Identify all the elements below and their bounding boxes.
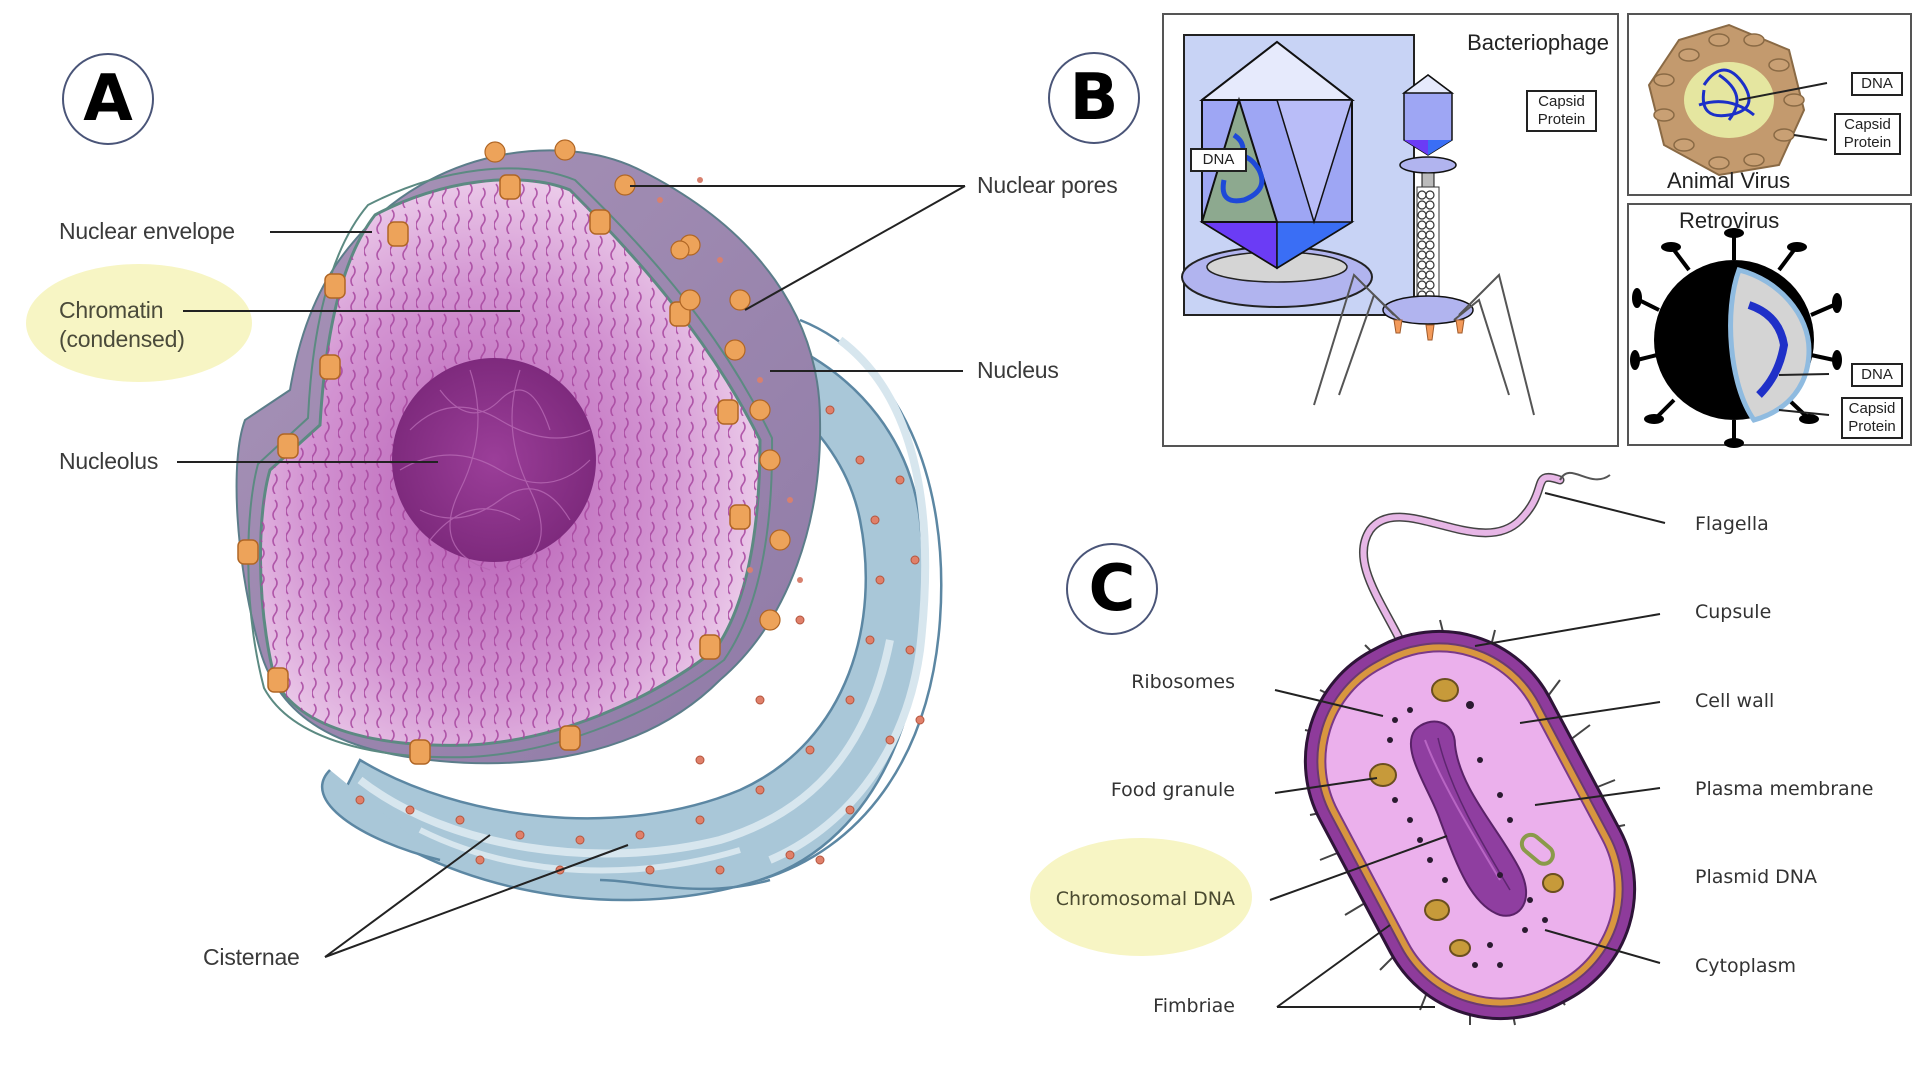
retrovirus-box: Retrovirus DNA Capsid Protein: [1627, 203, 1912, 448]
label-fimbriae: Fimbriae: [1153, 995, 1235, 1017]
label-ribosomes: Ribosomes: [1131, 671, 1235, 693]
label-cell-wall: Cell wall: [1695, 690, 1775, 712]
retrovirus-illustration: [1630, 228, 1842, 448]
capsid-tag-line-2: Protein: [1848, 418, 1896, 435]
label-food-granule: Food granule: [1110, 779, 1235, 801]
bacteriophage-box: Bacteriophage DNA Capsid Protein: [1162, 13, 1619, 447]
animal-virus-capsid-tag: Capsid Protein: [1834, 113, 1901, 155]
animal-virus-dna-tag: DNA: [1851, 72, 1903, 96]
panel-b-letter: B: [1069, 61, 1119, 135]
label-cytoplasm: Cytoplasm: [1695, 955, 1796, 977]
bacteriophage-dna-tag: DNA: [1190, 148, 1247, 172]
label-nuclear-envelope: Nuclear envelope: [59, 218, 235, 244]
animal-virus-illustration: [1647, 23, 1828, 177]
label-cisternae: Cisternae: [203, 944, 300, 970]
bacteriophage-title: Bacteriophage: [1467, 30, 1609, 55]
label-plasma-membrane: Plasma membrane: [1695, 778, 1874, 800]
capsid-tag-line-2: Protein: [1843, 134, 1892, 151]
animal-virus-box: DNA Capsid Protein Animal Virus: [1627, 13, 1912, 196]
panel-a-badge: A: [62, 53, 154, 145]
capsid-tag-line-1: Capsid: [1844, 116, 1891, 133]
panel-c-leader-lines: [1269, 492, 1666, 1008]
endoplasmic-reticulum: [320, 314, 943, 902]
label-nucleus: Nucleus: [977, 357, 1059, 383]
label-chromosomal-dna: Chromosomal DNA: [1055, 888, 1235, 910]
panel-c-badge: C: [1066, 543, 1158, 635]
bacterium-illustration: [1303, 471, 1637, 1026]
label-chromatin-condensed: (condensed): [59, 326, 185, 352]
bacteriophage-capsid-tag: Capsid Protein: [1526, 90, 1597, 132]
bacteriophage-illustration: [1181, 34, 1535, 416]
retrovirus-dna-tag: DNA: [1851, 363, 1903, 387]
panel-a-letter: A: [83, 62, 133, 136]
retrovirus-capsid-tag: Capsid Protein: [1841, 397, 1903, 439]
label-plasmid-dna: Plasmid DNA: [1695, 866, 1818, 888]
animal-virus-title: Animal Virus: [1667, 168, 1791, 193]
label-chromatin: Chromatin: [59, 297, 164, 323]
label-nuclear-pores: Nuclear pores: [977, 172, 1118, 198]
nuclear-pores: [237, 174, 751, 765]
panel-c-letter: C: [1088, 552, 1136, 626]
label-nucleolus: Nucleolus: [59, 448, 159, 474]
capsid-tag-line-2: Protein: [1537, 111, 1586, 128]
capsid-tag-line-1: Capsid: [1848, 400, 1896, 417]
chromatin-highlight: [26, 264, 252, 382]
panel-a-leader-lines: [177, 185, 966, 958]
label-capsule: Cupsule: [1695, 601, 1772, 623]
label-flagella: Flagella: [1695, 513, 1769, 535]
panel-b-badge: B: [1048, 52, 1140, 144]
chromosomal-dna-highlight: [1030, 838, 1252, 956]
capsid-tag-line-1: Capsid: [1538, 93, 1585, 110]
